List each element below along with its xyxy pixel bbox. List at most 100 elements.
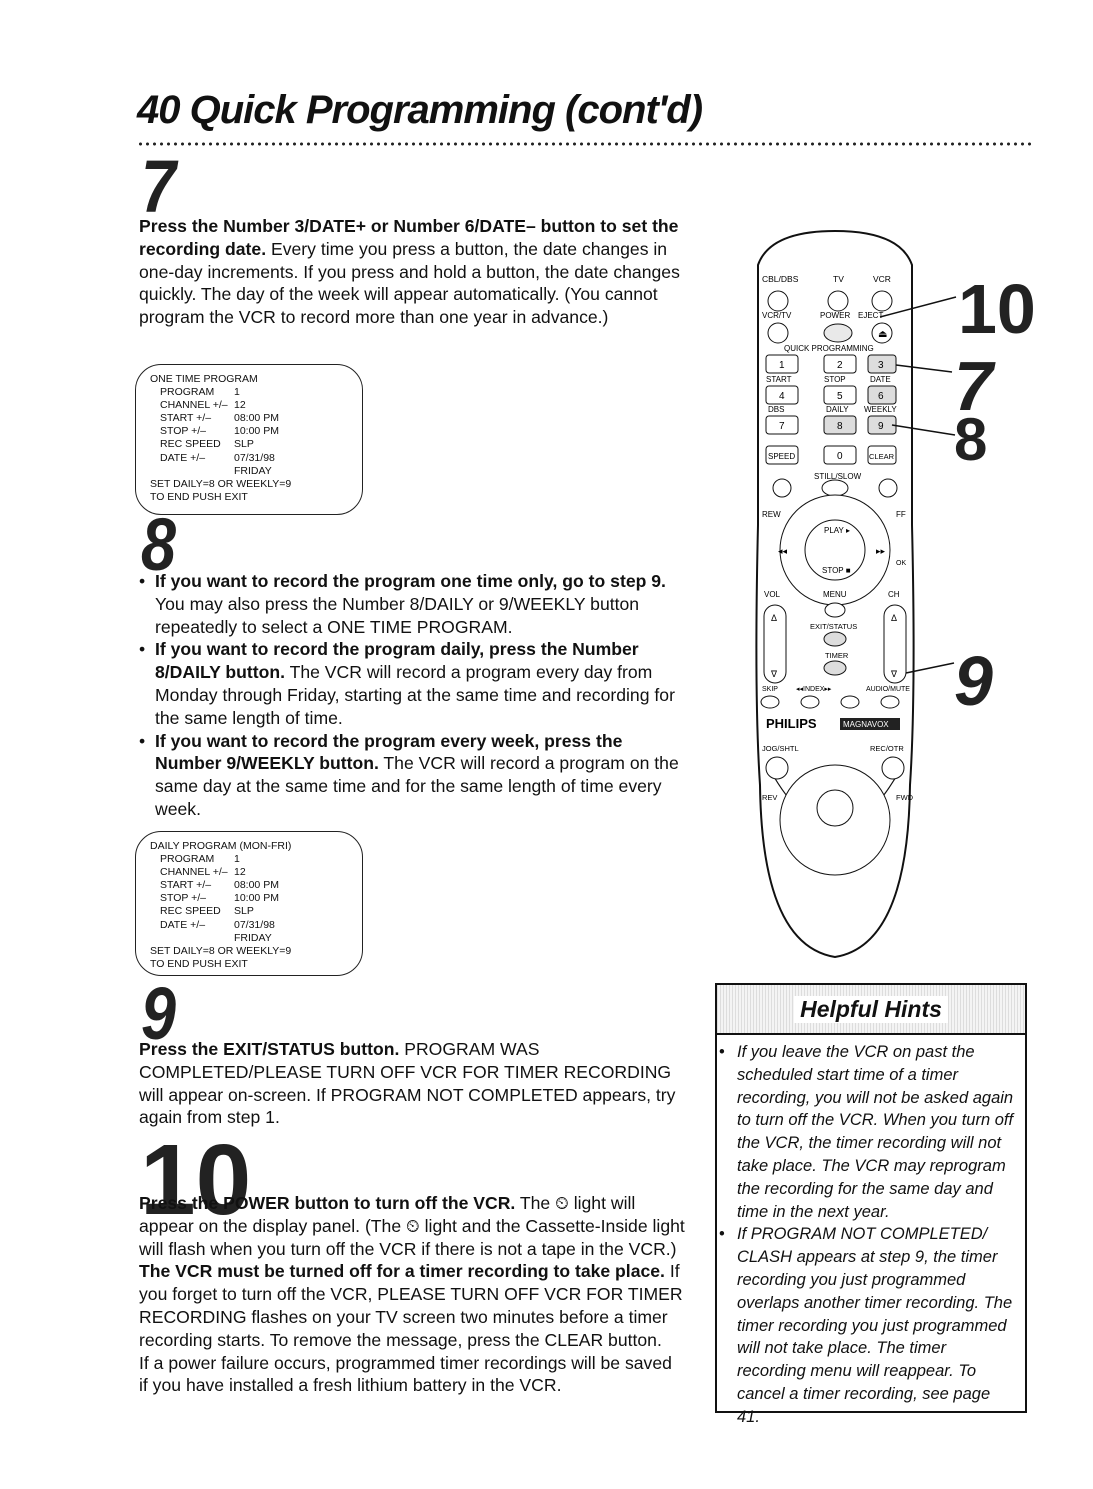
callout-10: 10 <box>958 270 1036 348</box>
page-title: 40 Quick Programming (cont'd) <box>137 88 703 132</box>
slow-plus-button[interactable] <box>878 478 898 498</box>
step-8-bullet: If you want to record the program one ti… <box>137 570 689 638</box>
callout-line-10 <box>879 296 957 318</box>
step-10-bold-2: The VCR must be turned off for a timer r… <box>139 1261 665 1282</box>
key-8[interactable] <box>823 415 857 435</box>
screen-footer: SET DAILY=8 OR WEEKLY=9 <box>150 477 292 490</box>
step-7-body: Every time you press a button, the date … <box>139 238 680 328</box>
screen-key: REC SPEED <box>160 905 221 918</box>
key-2[interactable] <box>823 354 857 374</box>
skip-label: SKIP <box>762 686 778 693</box>
index-back-button[interactable] <box>800 695 820 709</box>
rec-otr-button[interactable] <box>881 756 905 780</box>
screen-value: 10:00 PM <box>234 425 279 438</box>
vcrtv-label: VCR/TV <box>762 311 792 320</box>
screen-header: DAILY PROGRAM (MON-FRI) <box>150 840 292 852</box>
hint-item: If PROGRAM NOT COMPLETED/ CLASH appears … <box>719 1223 1017 1428</box>
vcr-label: VCR <box>873 274 891 284</box>
step-7-text: Press the Number 3/DATE+ or Number 6/DAT… <box>139 215 684 329</box>
stop-label: STOP <box>824 375 846 384</box>
key-2-label: 2 <box>837 360 843 371</box>
timer-label: TIMER <box>825 651 849 660</box>
vol-rocker[interactable] <box>763 604 787 684</box>
hint-item: If you leave the VCR on past the schedul… <box>719 1041 1017 1223</box>
step-10-body-3: If a power failure occurs, programmed ti… <box>139 1352 672 1396</box>
tv-label: TV <box>833 274 844 284</box>
speed-button[interactable] <box>765 445 799 465</box>
ch-up-icon: Δ <box>891 613 897 623</box>
key-9-label: 9 <box>878 421 884 432</box>
callout-7: 7 <box>954 347 996 425</box>
key-3[interactable] <box>867 354 897 374</box>
skip-button[interactable] <box>760 695 780 709</box>
power-label: POWER <box>820 311 850 320</box>
vcr-button[interactable] <box>871 290 893 312</box>
exit-status-button[interactable] <box>823 631 847 647</box>
ch-rocker[interactable] <box>883 604 907 684</box>
key-1[interactable] <box>765 354 799 374</box>
callout-line-8 <box>891 424 956 436</box>
screen-value: 1 <box>234 386 240 399</box>
key-7[interactable] <box>765 415 799 435</box>
fwd-label: FWD <box>896 793 914 802</box>
screen-value: 07/31/98 <box>234 451 275 464</box>
screen-value: 1 <box>234 853 240 866</box>
step-10-bold: Press the POWER button to turn off the V… <box>139 1193 516 1213</box>
weekly-label: WEEKLY <box>864 405 897 414</box>
key-3-label: 3 <box>878 360 884 371</box>
audio-mute-button[interactable] <box>880 695 900 709</box>
screen-header: ONE TIME PROGRAM <box>150 373 258 385</box>
jog-center[interactable] <box>816 789 854 827</box>
step-9-number: 9 <box>141 972 176 1055</box>
eject-button[interactable] <box>871 322 893 344</box>
slow-minus-button[interactable] <box>772 478 792 498</box>
power-button[interactable] <box>823 323 853 343</box>
clear-button[interactable] <box>867 445 897 465</box>
callout-8: 8 <box>954 406 987 473</box>
step-8-bullet-body: You may also press the Number 8/DAILY or… <box>155 593 640 637</box>
jog-label: JOG/SHTL <box>762 744 799 753</box>
start-label: START <box>766 375 792 384</box>
screen-footer: TO END PUSH EXIT <box>150 490 248 503</box>
cbl-button[interactable] <box>767 290 789 312</box>
screen-key <box>150 465 234 478</box>
key-7-label: 7 <box>779 421 785 432</box>
step-8-bullet-body: The VCR will record a program on the sam… <box>155 753 679 819</box>
tv-button[interactable] <box>827 290 849 312</box>
key-4-label: 4 <box>779 391 785 402</box>
jog-shuttle-button[interactable] <box>765 756 789 780</box>
dotted-rule <box>137 142 1034 146</box>
vcrtv-button[interactable] <box>767 322 789 344</box>
date-label: DATE <box>870 375 891 384</box>
still-button[interactable] <box>821 479 849 497</box>
screen-key: CHANNEL +/– <box>160 866 228 879</box>
ok-button[interactable] <box>804 519 866 581</box>
screen-value: 12 <box>234 866 246 879</box>
step-9-body: PROGRAM WAS COMPLETED/PLEASE TURN OFF VC… <box>139 1039 676 1128</box>
timer-button[interactable] <box>823 660 847 676</box>
screen-footer: SET DAILY=8 OR WEEKLY=9 <box>150 944 292 957</box>
screen-key: CHANNEL +/– <box>160 399 228 412</box>
dbs-label: DBS <box>768 405 784 414</box>
stop-button-label: STOP ■ <box>822 566 851 575</box>
vol-up-icon: Δ <box>771 613 777 623</box>
key-5[interactable] <box>823 385 857 405</box>
helpful-hints-header: Helpful Hints <box>717 985 1025 1035</box>
index-forward-button[interactable] <box>840 695 860 709</box>
step-8-bullet-bold: If you want to record the program one ti… <box>155 571 666 591</box>
key-4[interactable] <box>765 385 799 405</box>
step-8-bullet-body: The VCR will record a program every day … <box>155 662 675 728</box>
screen-key: STOP +/– <box>160 425 207 438</box>
remote-control-illustration: CBL/DBS TV VCR VCR/TV POWER EJECT ⏏ QUIC… <box>755 229 1036 959</box>
screen-value: 08:00 PM <box>234 412 279 425</box>
brand-logo: PHILIPS <box>766 716 817 731</box>
menu-button[interactable] <box>824 602 846 618</box>
key-0[interactable] <box>823 445 857 465</box>
step-10-number: 10 <box>140 1124 252 1236</box>
key-6[interactable] <box>867 385 897 405</box>
rew-label: REW <box>762 510 781 519</box>
brand-badge-text: MAGNAVOX <box>843 720 889 729</box>
screen-key: START +/– <box>160 412 212 425</box>
